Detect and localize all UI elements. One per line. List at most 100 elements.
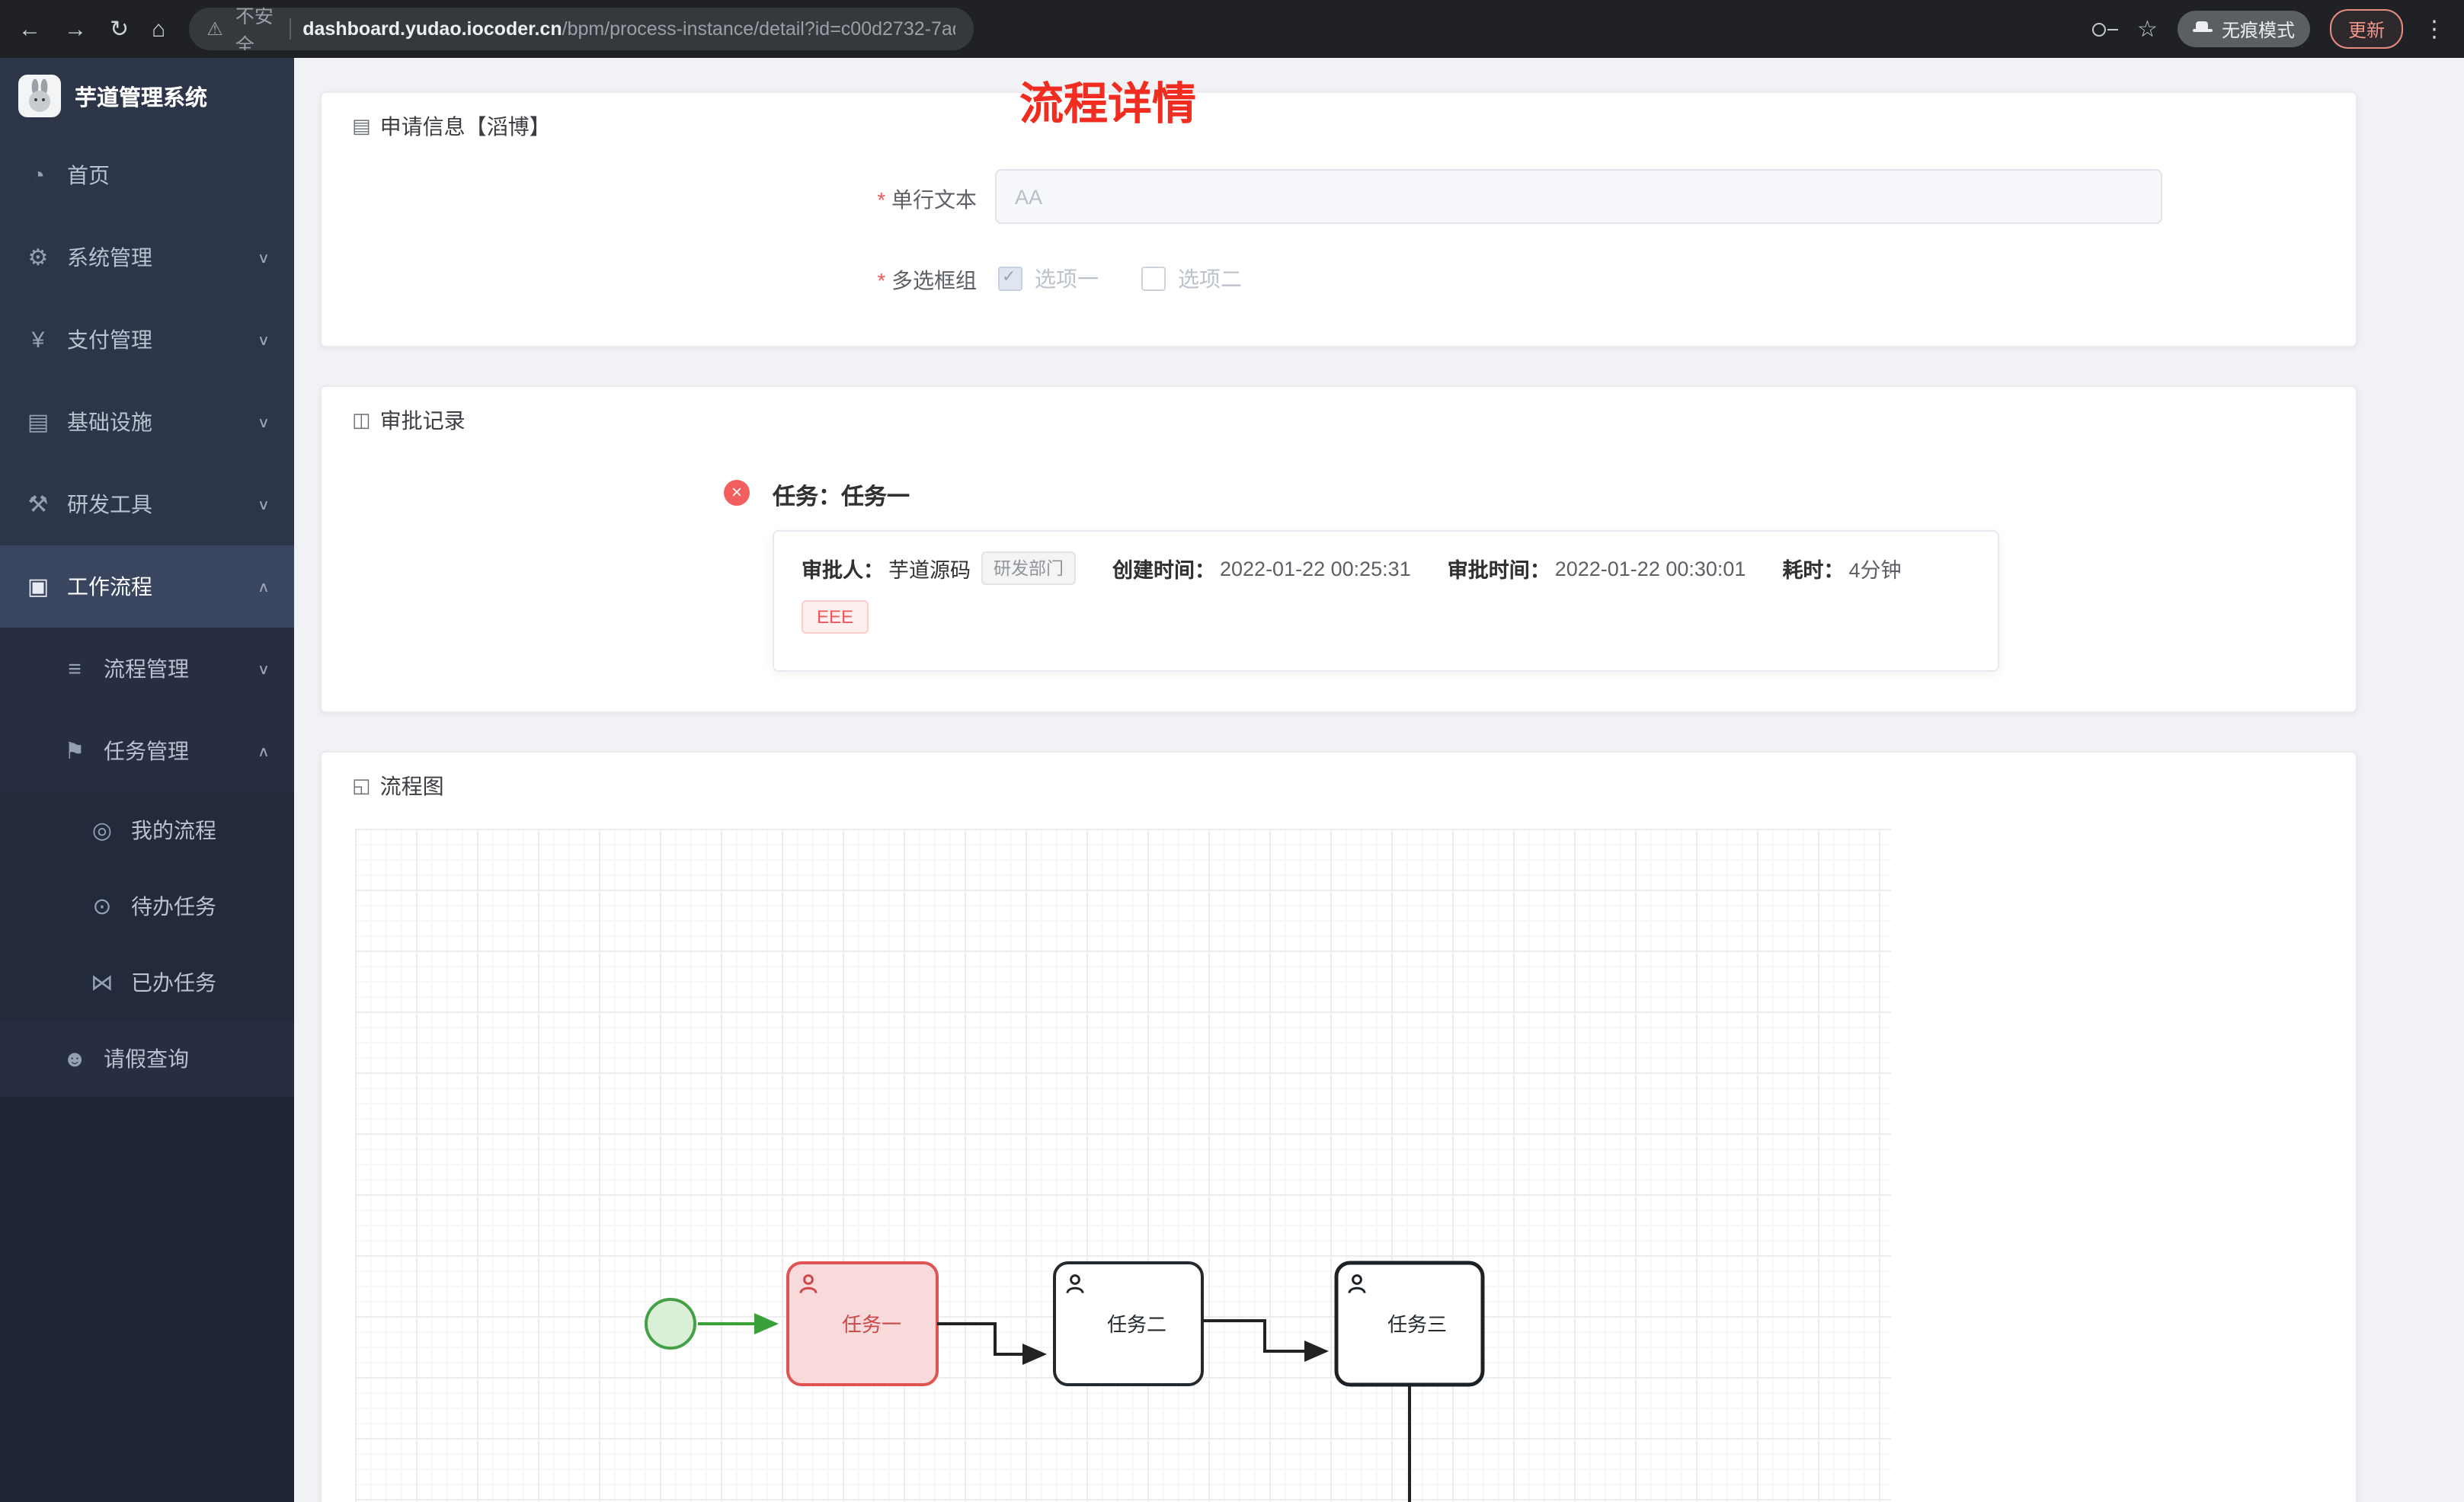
incognito-icon — [2192, 21, 2213, 37]
not-secure-warning-icon: ⚠ — [206, 18, 223, 40]
chevron-down-icon: ∨ — [257, 332, 270, 349]
badge-icon: ◎ — [91, 818, 113, 844]
sidebar-item-done-tasks[interactable]: ⋈ 已办任务 — [0, 944, 294, 1021]
approved-time-value: 2022-01-22 00:30:01 — [1554, 557, 1746, 580]
sidebar-item-label: 首页 — [67, 163, 110, 187]
sidebar-item-label: 流程管理 — [104, 657, 189, 681]
chart-icon: ◱ — [352, 774, 371, 797]
browser-menu-icon[interactable]: ⋮ — [2423, 17, 2446, 43]
sidebar-item-task-mgmt[interactable]: ⚑ 任务管理 ∧ — [0, 710, 294, 792]
reload-icon[interactable]: ↻ — [110, 16, 130, 42]
approval-record-card: ◫ 审批记录 × 任务：任务一 审批人： 芋道源码 研发部门 创建时间： 202… — [320, 385, 2357, 713]
sidebar-item-leave-query[interactable]: ☻ 请假查询 — [0, 1021, 294, 1097]
sidebar-item-system-mgmt[interactable]: ⚙ 系统管理 ∨ — [0, 216, 294, 299]
sidebar-item-devtools[interactable]: ⚒ 研发工具 ∨ — [0, 463, 294, 545]
scissors-icon: ⋈ — [91, 970, 114, 996]
back-icon[interactable]: ← — [18, 16, 41, 42]
sidebar-item-label: 请假查询 — [104, 1047, 189, 1071]
process-diagram-title: 流程图 — [379, 774, 444, 798]
sidebar-item-home[interactable]: ◔ 首页 — [0, 134, 294, 216]
approver-label: 审批人： — [802, 559, 884, 582]
eye-icon: ⊙ — [92, 894, 112, 920]
start-event-node — [645, 1298, 696, 1350]
created-time-label: 创建时间： — [1112, 559, 1215, 582]
main-content: 流程详情 ▤ 申请信息【滔博】 单行文本 多选框组 选项一 选项二 ◫ 审批记录 — [294, 58, 2464, 1502]
apply-info-header: ▤ 申请信息【滔博】 — [352, 111, 551, 142]
sidebar-item-infrastructure[interactable]: ▤ 基础设施 ∨ — [0, 381, 294, 463]
browser-update-button[interactable]: 更新 — [2329, 9, 2403, 49]
sidebar-item-workflow[interactable]: ▣ 工作流程 ∧ — [0, 545, 294, 628]
url-domain: dashboard.yudao.iocoder.cn — [302, 18, 562, 40]
flag-icon: ⚑ — [64, 739, 85, 765]
sidebar-item-label: 支付管理 — [67, 328, 152, 352]
sidebar-item-label: 待办任务 — [131, 894, 216, 919]
password-key-icon[interactable] — [2091, 21, 2118, 37]
sidebar-item-my-process[interactable]: ◎ 我的流程 — [0, 792, 294, 868]
sidebar-item-label: 基础设施 — [67, 410, 152, 434]
approved-time-item: 审批时间： 2022-01-22 00:30:01 — [1448, 553, 1746, 583]
page-title: 流程详情 — [1019, 81, 1197, 129]
comment-tag: EEE — [802, 600, 869, 634]
dept-tag: 研发部门 — [981, 551, 1076, 585]
checkbox-option2[interactable] — [1141, 267, 1166, 291]
dashboard-icon: ◔ — [30, 162, 46, 188]
task1-label: 任务一 — [842, 1313, 901, 1336]
sidebar: 芋道管理系统 ◔ 首页 ⚙ 系统管理 ∨ ¥ 支付管理 ∨ ▤ 基础设施 ∨ ⚒… — [0, 58, 294, 1502]
yen-icon: ¥ — [31, 327, 45, 353]
apply-info-card: ▤ 申请信息【滔博】 单行文本 多选框组 选项一 选项二 — [320, 91, 2357, 347]
server-icon: ▤ — [27, 410, 50, 436]
checkbox-group: 选项一 选项二 — [998, 264, 1285, 294]
forward-icon[interactable]: → — [64, 16, 87, 42]
incognito-badge: 无痕模式 — [2177, 11, 2310, 47]
record-icon: ◫ — [352, 408, 371, 431]
flow-task1-to-task2 — [937, 1322, 1047, 1365]
task2-label: 任务二 — [1107, 1313, 1166, 1336]
address-bar[interactable]: ⚠ 不安全 dashboard.yudao.iocoder.cn/bpm/pro… — [188, 8, 974, 50]
chevron-down-icon: ∨ — [257, 250, 270, 267]
duration-item: 耗时： 4分钟 — [1782, 553, 1901, 583]
url-path: /bpm/process-instance/detail?id=c00d2732… — [562, 18, 955, 40]
checkbox-group-label: 多选框组 — [596, 265, 977, 296]
bookmark-star-icon[interactable]: ☆ — [2137, 17, 2158, 43]
approval-detail-line: 审批人： 芋道源码 研发部门 创建时间： 2022-01-22 00:25:31… — [802, 551, 1901, 585]
checkbox-option1-label: 选项一 — [1035, 267, 1099, 291]
task-node-2 — [1053, 1261, 1204, 1386]
approver-item: 审批人： 芋道源码 研发部门 — [802, 551, 1076, 585]
briefcase-icon: ▣ — [27, 574, 50, 600]
home-icon[interactable]: ⌂ — [152, 16, 166, 42]
sidebar-item-process-mgmt[interactable]: ≡ 流程管理 ∨ — [0, 628, 294, 710]
approval-record-header: ◫ 审批记录 — [352, 405, 466, 436]
single-line-text-input[interactable] — [995, 169, 2162, 224]
app-logo: 芋道管理系统 — [0, 58, 294, 134]
single-line-text-label: 单行文本 — [596, 184, 977, 215]
apply-info-title: 申请信息【滔博】 — [379, 114, 551, 139]
approval-record-title: 审批记录 — [379, 408, 466, 433]
sidebar-item-todo-tasks[interactable]: ⊙ 待办任务 — [0, 868, 294, 944]
approver-name: 芋道源码 — [888, 559, 971, 582]
bpmn-diagram: 任务一 任务二 任务三 — [645, 1261, 1485, 1502]
chevron-down-icon: ∨ — [257, 661, 270, 678]
created-time-value: 2022-01-22 00:25:31 — [1220, 557, 1411, 580]
chevron-down-icon: ∨ — [257, 497, 270, 513]
toolbar-right-cluster: ☆ 无痕模式 更新 ⋮ — [2091, 9, 2446, 49]
incognito-label: 无痕模式 — [2221, 19, 2295, 40]
gear-icon: ⚙ — [27, 245, 49, 271]
flow-task2-to-task3 — [1202, 1319, 1329, 1362]
process-diagram-header: ◱ 流程图 — [352, 771, 444, 801]
sidebar-item-payment-mgmt[interactable]: ¥ 支付管理 ∨ — [0, 299, 294, 381]
tools-icon: ⚒ — [27, 492, 49, 518]
person-icon: ☻ — [62, 1046, 87, 1072]
checkbox-option1[interactable] — [998, 267, 1022, 291]
task-title: 任务：任务一 — [773, 484, 910, 510]
chevron-down-icon: ∨ — [257, 414, 270, 431]
sidebar-item-label: 任务管理 — [104, 739, 189, 763]
sidebar-item-label: 研发工具 — [67, 492, 152, 516]
rabbit-logo-icon — [18, 75, 61, 117]
page-url: dashboard.yudao.iocoder.cn/bpm/process-i… — [302, 18, 955, 40]
app-title: 芋道管理系统 — [75, 86, 207, 110]
approval-detail-box: 审批人： 芋道源码 研发部门 创建时间： 2022-01-22 00:25:31… — [773, 530, 1999, 672]
bpmn-canvas: 任务一 任务二 任务三 — [355, 829, 1891, 1502]
created-time-item: 创建时间： 2022-01-22 00:25:31 — [1112, 553, 1411, 583]
document-icon: ▤ — [352, 114, 371, 137]
